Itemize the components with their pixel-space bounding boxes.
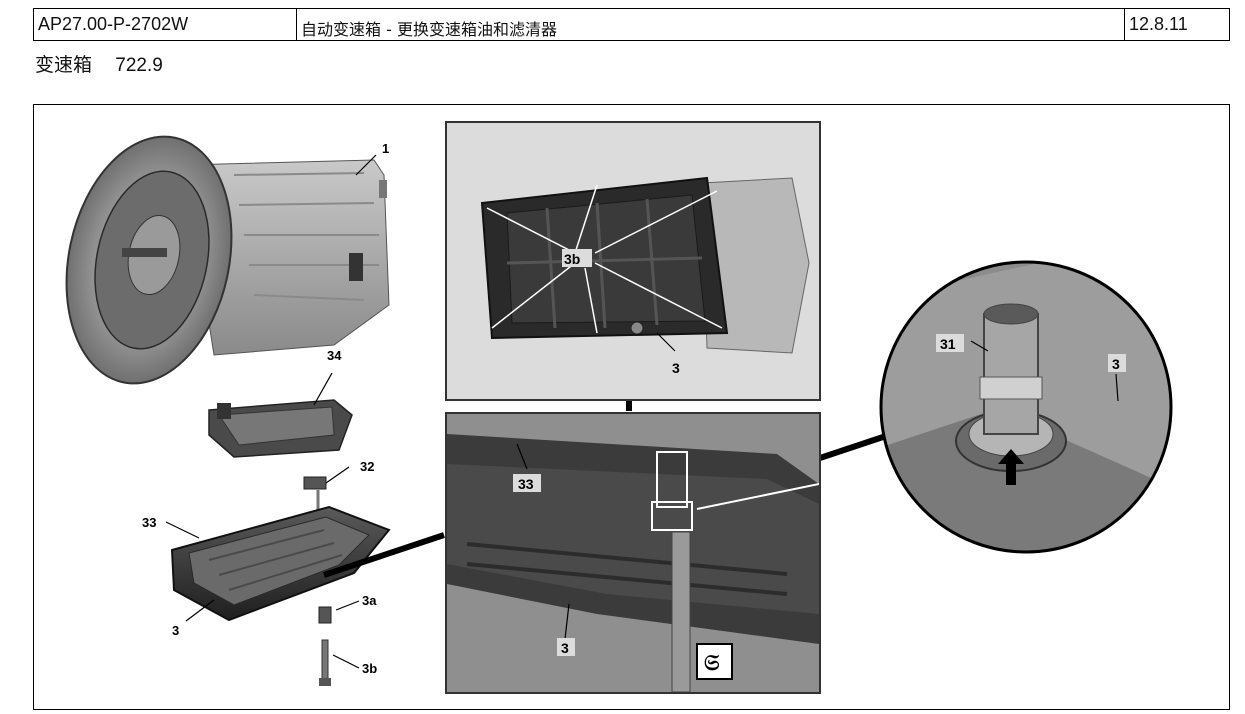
pan-bolts-detail-panel: 3b 3 — [445, 121, 821, 401]
filter-drawing — [208, 399, 353, 458]
torque-tool-icon: 𝔖 — [704, 650, 720, 675]
callout-3b: 3b — [362, 661, 377, 676]
callout-1: 1 — [382, 141, 389, 156]
callout-32: 32 — [360, 459, 374, 474]
callout-top-3b: 3b — [564, 251, 580, 267]
document-date: 12.8.11 — [1129, 14, 1188, 34]
pan-edge-illustration: 33 3 𝔖 — [447, 414, 819, 692]
subheader-model: 722.9 — [115, 55, 163, 76]
callout-top-3: 3 — [672, 360, 680, 376]
overflow-pipe-detail-circle: 31 3 — [879, 260, 1173, 554]
subheader-label: 变速箱 — [35, 54, 93, 76]
document-id: AP27.00-P-2702W — [34, 9, 297, 40]
callout-detail-3: 3 — [561, 640, 569, 656]
callout-3a: 3a — [362, 593, 377, 608]
callout-3: 3 — [172, 623, 179, 638]
document-header: AP27.00-P-2702W 自动变速箱 - 更换变速箱油和滤清器 12.8.… — [33, 8, 1230, 41]
transmission-drawing — [65, 135, 390, 385]
callout-31: 31 — [940, 336, 956, 352]
document-title: 自动变速箱 - 更换变速箱油和滤清器 — [297, 9, 1125, 40]
figure-frame: 1 34 32 33 3 3a 3b — [33, 104, 1230, 710]
callout-detail-33: 33 — [518, 476, 534, 492]
exploded-view-illustration: 1 34 32 33 3 3a 3b — [65, 135, 890, 686]
callout-33: 33 — [142, 515, 156, 530]
callout-34: 34 — [327, 348, 342, 363]
pan-edge-detail-panel: 33 3 𝔖 — [445, 412, 821, 694]
callout-round-3: 3 — [1112, 356, 1120, 372]
oil-pan-drawing — [170, 505, 391, 622]
subheader: 变速箱 722.9 — [35, 50, 163, 77]
pan-bolts-illustration: 3b 3 — [447, 123, 819, 399]
